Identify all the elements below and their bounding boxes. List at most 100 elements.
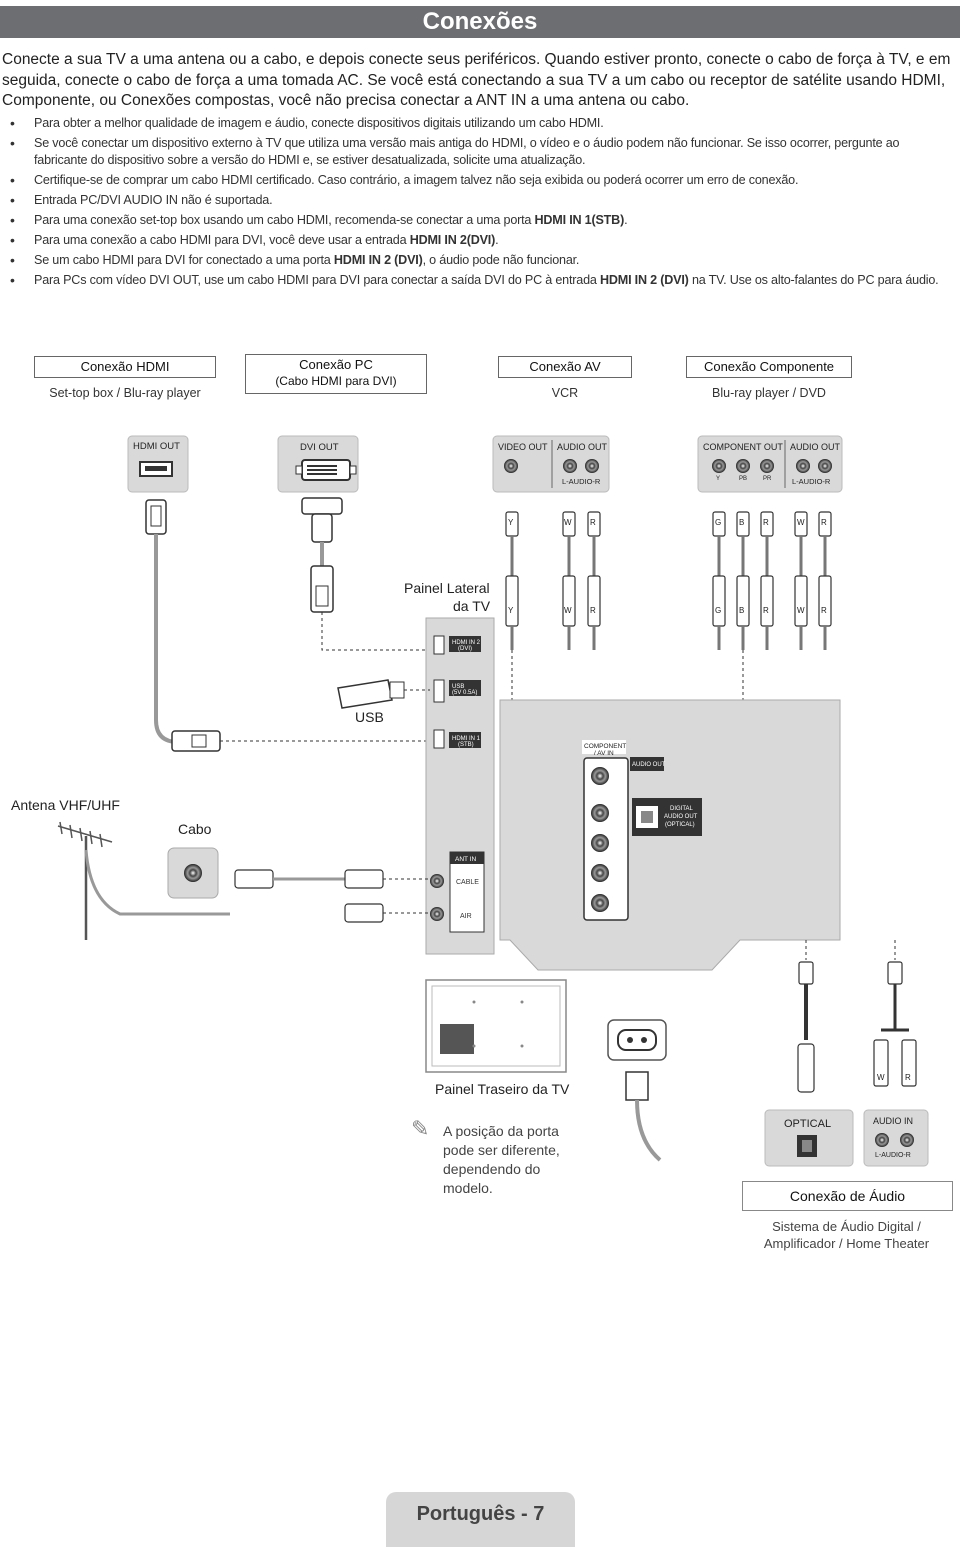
component-av-in-label: COMPONENT: [584, 743, 626, 750]
bullet-bold-text: HDMI IN 1(STB): [534, 213, 625, 227]
bullet-text: Para PCs com vídeo DVI OUT, use um cabo …: [34, 273, 600, 287]
cabo-label: Cabo: [178, 821, 212, 837]
bullet-text: , o áudio pode não funcionar.: [422, 253, 580, 267]
comp-g-bot: G: [715, 606, 721, 615]
usb-port-sub: (5V 0.5A): [452, 690, 477, 696]
av-y-bot: Y: [508, 606, 514, 615]
bullet-item: Certifique-se de comprar um cabo HDMI ce…: [10, 172, 950, 189]
component-cables: [712, 511, 832, 650]
side-panel-label-2: da TV: [453, 598, 491, 614]
rear-panel-label: Painel Traseiro da TV: [435, 1081, 570, 1097]
digital-audio-label: DIGITAL: [670, 806, 694, 812]
hdmi-out-device: HDMI OUT: [127, 435, 189, 493]
component-connection-title: Conexão Componente: [686, 356, 852, 378]
av-l-audio-r: L-AUDIO-R: [562, 477, 601, 486]
audio-l-audio-r: L-AUDIO-R: [875, 1152, 911, 1159]
hdmi-cable: [145, 499, 430, 752]
bullet-text: .: [624, 213, 628, 227]
tv-audio-out-label: AUDIO OUT: [632, 762, 666, 768]
hdmi-out-label: HDMI OUT: [133, 441, 180, 452]
bullet-list: Para obter a melhor qualidade de imagem …: [10, 115, 950, 292]
pc-connection-title-sub: (Cabo HDMI para DVI): [275, 374, 397, 388]
audio-connection-sub: Sistema de Áudio Digital / Amplificador …: [763, 1219, 930, 1251]
audio-in-device: AUDIO IN L-AUDIO-R: [863, 1109, 929, 1167]
cable-wall-outlet: [167, 847, 219, 899]
pc-connection-title: Conexão PC (Cabo HDMI para DVI): [245, 354, 427, 394]
hdmi-in1-sub: (STB): [458, 742, 474, 748]
comp-r-top: R: [763, 518, 769, 527]
bullet-bold-text: HDMI IN 2 (DVI): [333, 253, 423, 267]
component-l-audio-r: L-AUDIO-R: [792, 477, 831, 486]
bullet-item: Para PCs com vídeo DVI OUT, use um cabo …: [10, 272, 950, 289]
av-cables: [505, 511, 601, 650]
side-panel-label: Painel Lateral: [404, 580, 490, 596]
comp-g-top: G: [715, 518, 721, 527]
bullet-text: Para uma conexão set-top box usando um c…: [34, 213, 535, 227]
power-socket: [607, 1019, 667, 1162]
cable-label: CABLE: [456, 879, 479, 886]
bullet-item: Se um cabo HDMI para DVI for conectado a…: [10, 252, 950, 269]
tv-side-panel: HDMI IN 2 (DVI) USB (5V 0.5A) HDMI IN 1 …: [425, 617, 495, 955]
av-r-top: R: [590, 518, 596, 527]
av-r-bot: R: [590, 606, 596, 615]
bullet-bold-text: HDMI IN 2(DVI): [409, 233, 496, 247]
comp-pr-label: PR: [763, 476, 772, 482]
bullet-item: Se você conectar um dispositivo externo …: [10, 135, 950, 169]
antenna-icon: [57, 821, 230, 940]
comp-y-label: Y: [716, 476, 720, 482]
usb-port-label: USB: [452, 684, 464, 690]
coax-cables: [234, 869, 430, 923]
optical-device: OPTICAL: [764, 1109, 854, 1167]
comp-r-bot: R: [763, 606, 769, 615]
bullet-item: Para uma conexão a cabo HDMI para DVI, v…: [10, 232, 950, 249]
av-connection-sub: VCR: [551, 386, 579, 400]
hdmi-connection-title: Conexão HDMI: [34, 356, 216, 378]
optical-label: OPTICAL: [784, 1118, 831, 1130]
connection-diagram: HDMI OUT DVI OUT VIDEO OUT AUDIO OUT L-A…: [11, 435, 929, 1167]
audio-r-label: R: [905, 1073, 911, 1082]
av-connection-title: Conexão AV: [498, 356, 632, 378]
page-number-tab: Português - 7: [386, 1492, 575, 1547]
intro-paragraph: Conecte a sua TV a uma antena ou a cabo,…: [2, 51, 951, 109]
bullet-text: Para obter a melhor qualidade de imagem …: [34, 116, 604, 130]
audio-connection-title: Conexão de Áudio: [742, 1181, 953, 1211]
usb-label: USB: [355, 709, 384, 725]
audio-out-label: AUDIO OUT: [557, 442, 608, 452]
digital-audio-label-3: (OPTICAL): [665, 822, 695, 828]
component-audio-out-label: AUDIO OUT: [790, 442, 841, 452]
av-y-top: Y: [508, 518, 514, 527]
audio-cables: [797, 940, 917, 1093]
comp-pb-label: PB: [739, 476, 747, 482]
bullet-bold-text: HDMI IN 2 (DVI): [599, 273, 689, 287]
bullet-text: Entrada PC/DVI AUDIO IN não é suportada.: [34, 193, 273, 207]
usb-stick: [337, 679, 430, 709]
hdmi-connection-sub: Set-top box / Blu-ray player: [49, 386, 201, 400]
bullet-text: Certifique-se de comprar um cabo HDMI ce…: [34, 173, 799, 187]
antenna-label: Antena VHF/UHF: [11, 797, 120, 813]
comp-r2-top: R: [821, 518, 827, 527]
audio-in-label: AUDIO IN: [873, 1116, 913, 1126]
component-av-in-label-2: / AV IN: [594, 750, 614, 757]
comp-r2-bot: R: [821, 606, 827, 615]
bullet-item: Para obter a melhor qualidade de imagem …: [10, 115, 950, 132]
component-connection-sub: Blu-ray player / DVD: [712, 386, 826, 400]
component-out-label: COMPONENT OUT: [703, 442, 783, 452]
dvi-cable: [301, 497, 430, 651]
digital-audio-label-2: AUDIO OUT: [664, 814, 698, 820]
tv-back-panel: COMPONENT / AV IN AUDIO OUT DIGITAL AUDI…: [499, 699, 841, 971]
av-out-device: VIDEO OUT AUDIO OUT L-AUDIO-R: [492, 435, 610, 493]
av-w-bot: W: [564, 606, 572, 615]
comp-w-top: W: [797, 518, 805, 527]
audio-w-label: W: [877, 1073, 885, 1082]
bullet-text: na TV. Use os alto-falantes do PC para á…: [688, 273, 939, 287]
hdmi-in1-label: HDMI IN 1: [452, 736, 481, 742]
air-label: AIR: [460, 913, 472, 920]
comp-b-top: B: [739, 518, 744, 527]
bullet-text: Se um cabo HDMI para DVI for conectado a…: [34, 253, 334, 267]
ant-in-label: ANT IN: [455, 856, 476, 863]
pencil-note-icon: ✎: [411, 1116, 430, 1141]
bullet-item: Para uma conexão set-top box usando um c…: [10, 212, 950, 229]
bullet-text: Se você conectar um dispositivo externo …: [34, 136, 900, 167]
bullet-text: .: [495, 233, 499, 247]
bullet-item: Entrada PC/DVI AUDIO IN não é suportada.: [10, 192, 950, 209]
